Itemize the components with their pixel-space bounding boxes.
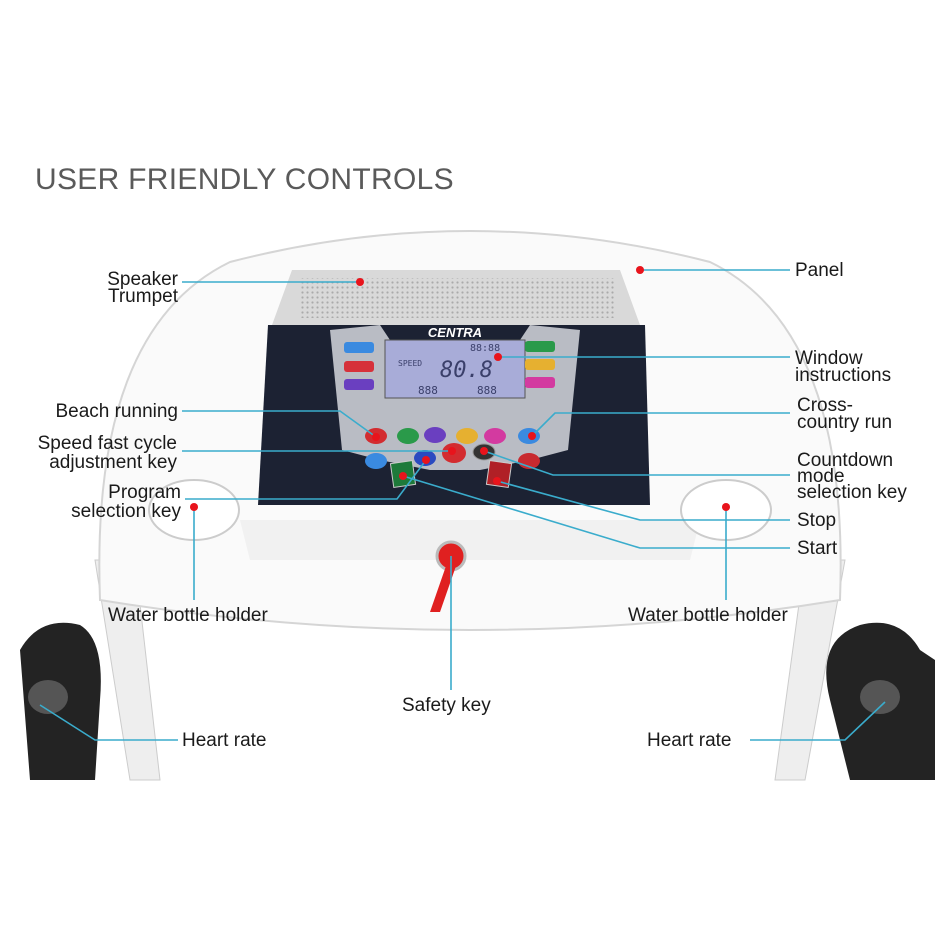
label-line: selection key	[71, 501, 181, 522]
brand-logo: CENTRA	[428, 325, 482, 340]
label-line: Speed fast cycle	[37, 433, 177, 454]
leader-line	[182, 410, 377, 438]
program-button	[397, 428, 419, 444]
side-button	[525, 377, 555, 388]
label-safety-key: Safety key	[402, 695, 491, 716]
label-start: Start	[797, 538, 838, 559]
program-button	[456, 428, 478, 444]
leader-line	[185, 459, 427, 500]
label-line: selection key	[797, 482, 907, 503]
callout-dot	[528, 432, 536, 440]
callout-dot	[480, 447, 488, 455]
lcd-right: 888	[477, 384, 497, 397]
label-line: Cross-	[797, 395, 853, 416]
label-heart-rate-right: Heart rate	[647, 730, 732, 751]
label-water-bottle-right: Water bottle holder	[628, 605, 788, 626]
lcd-speed-label: SPEED	[398, 359, 422, 368]
label-line: Trumpet	[107, 286, 178, 307]
right-heart-rate-sensor	[860, 680, 900, 714]
callout-dots	[190, 266, 730, 511]
callout-dot	[494, 353, 502, 361]
safety-key-clip	[430, 566, 456, 612]
label-line: Countdown	[797, 450, 894, 471]
label-line: instructions	[795, 365, 892, 386]
lcd-screen	[384, 339, 526, 399]
leader-line	[496, 480, 790, 521]
stop-button	[485, 460, 513, 488]
callout-dot	[190, 503, 198, 511]
label-line: Window	[795, 348, 863, 369]
lcd-main: 80.8	[440, 358, 493, 383]
leader-line	[39, 704, 178, 741]
leader-line	[300, 278, 615, 318]
label-line: country run	[797, 412, 893, 433]
label-stop: Stop	[797, 510, 837, 531]
label-line: Speaker	[107, 269, 178, 290]
left-heart-rate-sensor	[28, 680, 68, 714]
side-button	[344, 342, 374, 353]
label-heart-rate-left: Heart rate	[182, 730, 267, 751]
program-button	[424, 427, 446, 443]
callout-dot	[356, 278, 364, 286]
speaker-holes	[300, 278, 615, 318]
label-line: mode	[797, 466, 845, 487]
label-line: Program	[108, 482, 181, 503]
lcd-time: 88:88	[470, 343, 500, 354]
callout-dot	[448, 447, 456, 455]
callout-dot	[422, 456, 430, 464]
side-button	[344, 379, 374, 390]
callout-dot	[372, 433, 380, 441]
leader-lines	[39, 269, 886, 741]
page-title: USER FRIENDLY CONTROLS	[35, 163, 454, 196]
label-beach-running: Beach running	[55, 401, 178, 422]
side-button	[525, 341, 555, 352]
leader-line	[483, 450, 790, 476]
callout-dot	[399, 472, 407, 480]
label-panel: Panel	[795, 260, 844, 281]
callout-dot	[636, 266, 644, 274]
label-line: adjustment key	[49, 452, 177, 473]
side-button	[344, 361, 374, 372]
label-water-bottle-left: Water bottle holder	[108, 605, 268, 626]
label-cross-country: Cross-country run	[797, 395, 893, 433]
callout-dot	[493, 477, 501, 485]
leader-line	[531, 412, 790, 437]
leader-line	[402, 475, 790, 549]
side-button	[525, 359, 555, 370]
leader-line	[750, 701, 886, 741]
lcd-left: 888	[418, 384, 438, 397]
program-button	[484, 428, 506, 444]
callout-dot	[722, 503, 730, 511]
mode-button	[365, 453, 387, 469]
console-lip	[240, 520, 700, 560]
